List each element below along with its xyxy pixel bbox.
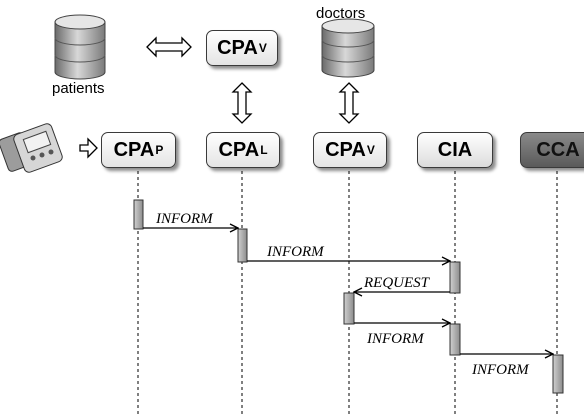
agent-cpa-p-sub: P [155, 143, 164, 157]
activation-cca [552, 354, 564, 394]
agent-cpa-v-sub: V [366, 143, 375, 157]
activation-cpa-l [237, 228, 248, 263]
double-arrow-vertical-left-icon [231, 82, 253, 124]
agent-cpa-v-top-sub: V [258, 41, 267, 55]
agent-cpa-p-name: CPA [113, 138, 155, 161]
agent-cpa-v-name: CPA [325, 138, 366, 161]
doctors-database-icon [321, 18, 375, 78]
agent-cia: CIA [417, 132, 493, 168]
double-arrow-horizontal-icon [146, 36, 192, 58]
device-input-arrow-icon [79, 137, 98, 159]
agent-cca: CCA [520, 132, 584, 168]
agent-cia-name: CIA [437, 138, 473, 161]
activation-cpa-p [133, 199, 144, 230]
message-label-2: INFORM [266, 244, 325, 260]
activation-cpa-v [343, 292, 355, 325]
blood-pressure-monitor-icon [0, 123, 63, 173]
message-label-1: INFORM [155, 211, 214, 227]
agent-cpa-l-name: CPA [218, 138, 260, 161]
activation-cia-2 [449, 323, 461, 356]
doctors-label: doctors [316, 5, 366, 22]
patients-database-icon [54, 14, 106, 80]
message-label-3: REQUEST [363, 275, 431, 291]
agent-cca-name: CCA [536, 138, 580, 161]
agent-cpa-v-top-name: CPA [217, 36, 258, 59]
patients-label: patients [52, 80, 105, 97]
activation-cia-1 [449, 261, 461, 294]
double-arrow-vertical-right-icon [338, 82, 360, 124]
message-label-4: INFORM [366, 331, 425, 347]
message-label-5: INFORM [471, 362, 530, 378]
agent-cpa-l-sub: L [260, 143, 268, 157]
